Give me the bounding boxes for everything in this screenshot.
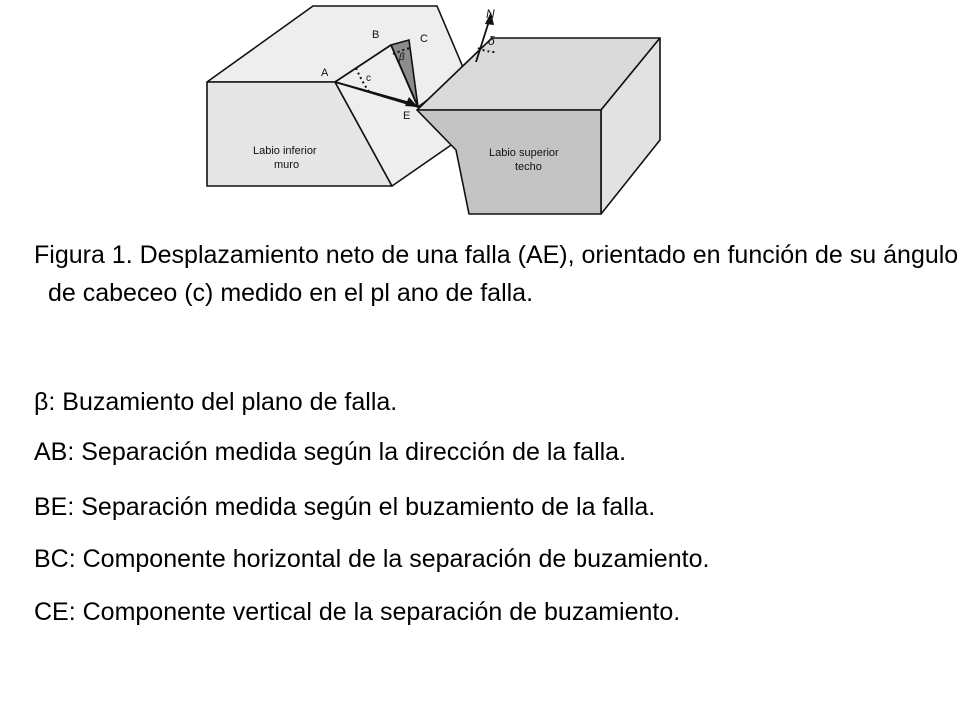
footwall-label-1: Labio inferior [253,145,317,157]
label-north: N [486,7,495,21]
hangingwall-front-face [416,109,602,215]
north-arrowhead [485,12,494,25]
caption-line-ce: CE: Componente vertical de la separación… [34,598,681,626]
caption-line-be: BE: Separación medida según el buzamient… [34,493,656,521]
fault-diagram: N δ B C β A c E Labio inferior muro Labi… [206,5,661,215]
north-line [475,17,491,63]
strike-arc [477,47,497,53]
hangingwall-block [416,37,661,215]
caption-line-beta: β: Buzamiento del plano de falla. [34,388,398,416]
net-slip-ae [334,81,415,105]
label-a: A [321,67,329,79]
caption-line-bc: BC: Componente horizontal de la separaci… [34,545,710,573]
hangingwall-label-1: Labio superior [489,147,559,159]
footwall-label-2: muro [274,159,299,171]
net-slip-arrowhead [405,97,418,107]
rake-arc [355,67,371,94]
label-beta: β [398,52,405,63]
hangingwall-label-2: techo [515,161,542,173]
label-rake: c [366,73,371,84]
label-delta: δ [488,34,495,48]
slip-lines [334,44,419,108]
line-be [390,44,419,108]
footwall-block [206,5,466,187]
caption-line-ab: AB: Separación medida según la dirección… [34,438,627,466]
dip-arc [392,47,411,55]
label-b: B [372,29,379,41]
label-c-point: C [420,33,428,45]
figure-caption: Figura 1. Desplazamiento neto de una fal… [34,241,959,307]
label-e: E [403,110,410,122]
line-ab [334,44,392,83]
